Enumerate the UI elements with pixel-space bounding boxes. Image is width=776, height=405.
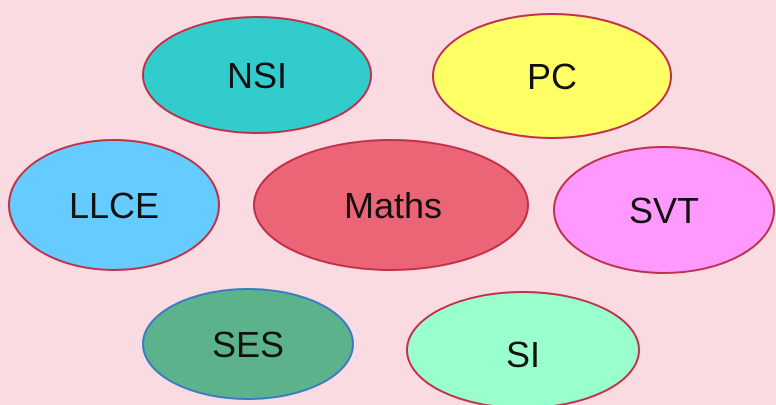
- bubble-svt: SVT: [553, 146, 775, 274]
- bubble-ses: SES: [142, 288, 354, 400]
- bubble-maths-shape: [253, 139, 529, 271]
- bubble-maths-label: Maths: [344, 185, 442, 226]
- bubble-nsi-label: NSI: [227, 55, 287, 96]
- bubble-pc-shape: [432, 13, 672, 139]
- bubble-svt-shape: [553, 146, 775, 274]
- bubble-pc-label: PC: [527, 56, 577, 97]
- bubble-llce-label: LLCE: [69, 185, 159, 226]
- bubble-si-label: SI: [506, 334, 540, 375]
- bubble-nsi: NSI: [142, 16, 372, 134]
- bubble-svt-label: SVT: [629, 190, 699, 231]
- bubble-ses-label: SES: [212, 324, 284, 365]
- bubble-maths: Maths: [253, 139, 529, 271]
- bubble-pc: PC: [432, 13, 672, 139]
- bubble-nsi-shape: [142, 16, 372, 134]
- bubble-si-shape: [406, 291, 640, 405]
- bubble-llce: LLCE: [8, 139, 220, 271]
- bubble-llce-shape: [8, 139, 220, 271]
- bubble-si: SI: [406, 291, 640, 405]
- bubble-ses-shape: [142, 288, 354, 400]
